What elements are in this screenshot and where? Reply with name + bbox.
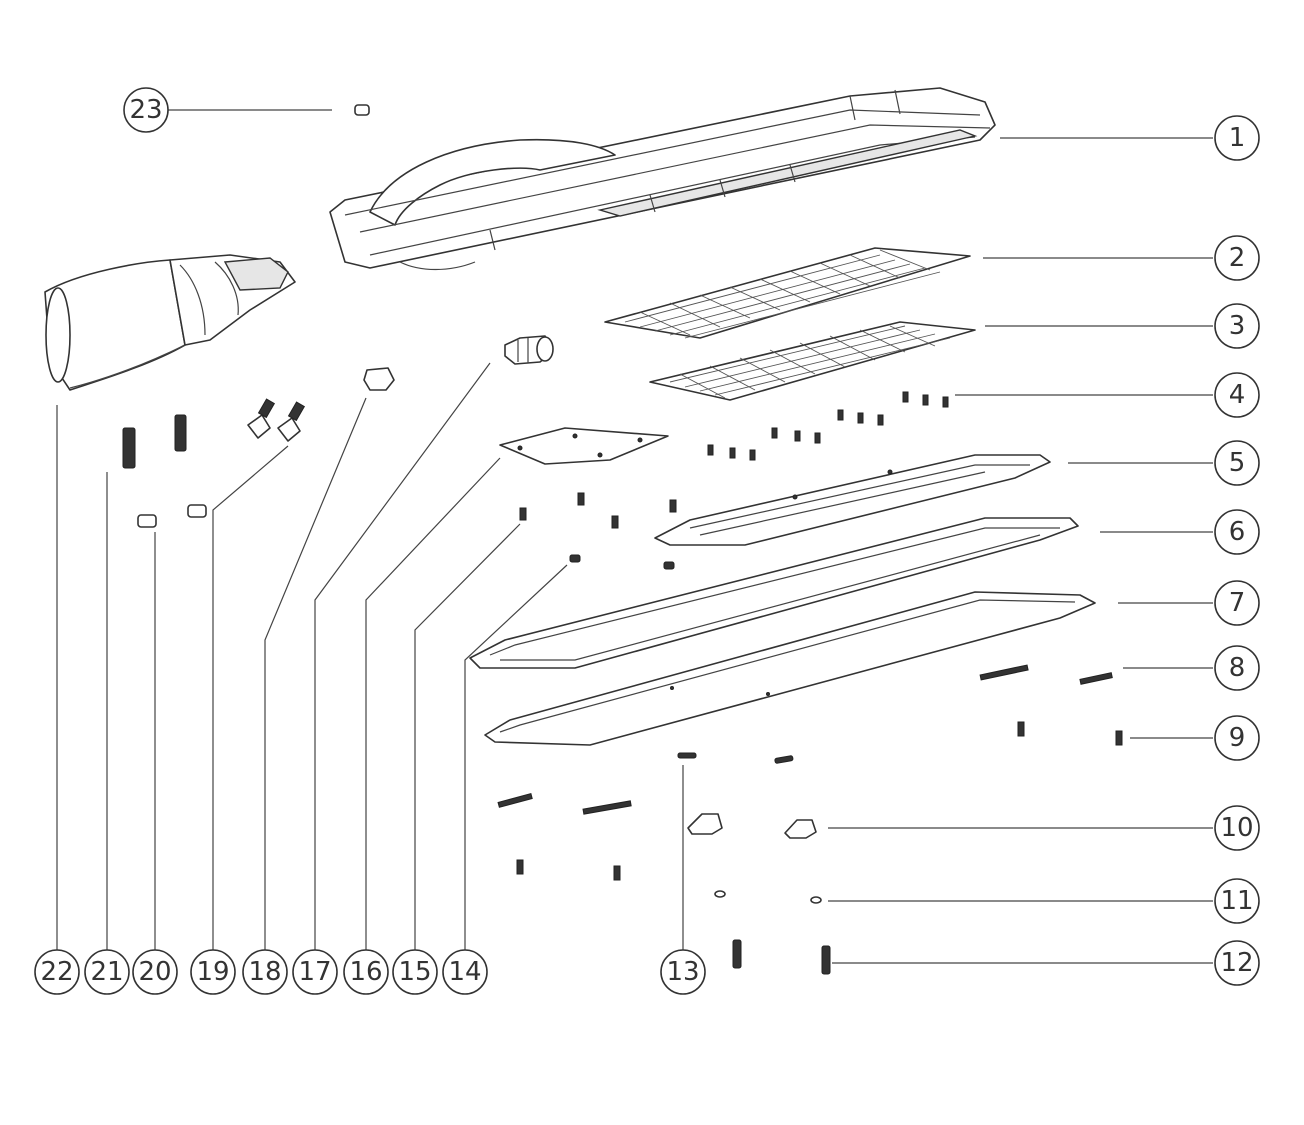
part-16-driver-plate: [499, 427, 669, 465]
callout-22: 22: [34, 949, 80, 995]
callout-17: 17: [292, 949, 338, 995]
callout-13: 13: [660, 949, 706, 995]
callout-15: 15: [392, 949, 438, 995]
callout-18: 18: [242, 949, 288, 995]
svg-text:15: 15: [398, 957, 431, 987]
callout-8: 8: [1214, 645, 1260, 691]
svg-text:11: 11: [1220, 886, 1253, 916]
svg-text:5: 5: [1229, 448, 1246, 478]
svg-text:10: 10: [1220, 813, 1253, 843]
callout-2: 2: [1214, 235, 1260, 281]
svg-text:3: 3: [1229, 311, 1246, 341]
callout-3: 3: [1214, 303, 1260, 349]
svg-text:17: 17: [298, 957, 331, 987]
callout-11: 11: [1214, 878, 1260, 924]
callout-20: 20: [132, 949, 178, 995]
part-6-frame: [469, 517, 1079, 669]
svg-text:6: 6: [1229, 517, 1246, 547]
svg-text:9: 9: [1229, 723, 1246, 753]
callout-16: 16: [343, 949, 389, 995]
svg-text:22: 22: [40, 957, 73, 987]
callout-4: 4: [1214, 372, 1260, 418]
svg-text:19: 19: [196, 957, 229, 987]
svg-text:8: 8: [1229, 653, 1246, 683]
callout-14: 14: [442, 949, 488, 995]
callout-23: 23: [123, 87, 169, 133]
part-1-housing: [329, 87, 996, 271]
part-2-led-board: [604, 247, 971, 339]
leader-lines: [56, 109, 1213, 964]
callout-bubbles: 1 2 3 4 5 6 7 8 9 10 11 12 13 14 15 16 1…: [34, 87, 1260, 995]
part-7-glass-cover: [484, 591, 1096, 746]
svg-text:21: 21: [90, 957, 123, 987]
svg-text:2: 2: [1229, 243, 1246, 273]
hardware-screws: [122, 104, 1123, 975]
svg-text:13: 13: [666, 957, 699, 987]
callout-1: 1: [1214, 115, 1260, 161]
svg-text:14: 14: [448, 957, 481, 987]
svg-text:7: 7: [1229, 588, 1246, 618]
callout-10: 10: [1214, 805, 1260, 851]
svg-text:18: 18: [248, 957, 281, 987]
callout-19: 19: [190, 949, 236, 995]
svg-text:4: 4: [1229, 380, 1246, 410]
svg-text:16: 16: [349, 957, 382, 987]
callout-6: 6: [1214, 509, 1260, 555]
svg-text:20: 20: [138, 957, 171, 987]
callout-5: 5: [1214, 440, 1260, 486]
callout-21: 21: [84, 949, 130, 995]
part-5-reflector-tray: [654, 454, 1051, 546]
part-22-pole-mount: [44, 254, 296, 391]
part-3-lens-array: [649, 321, 976, 401]
callout-12: 12: [1214, 940, 1260, 986]
svg-text:23: 23: [129, 95, 162, 125]
callout-7: 7: [1214, 580, 1260, 626]
svg-text:12: 12: [1220, 948, 1253, 978]
callout-9: 9: [1214, 715, 1260, 761]
svg-text:1: 1: [1229, 123, 1246, 153]
